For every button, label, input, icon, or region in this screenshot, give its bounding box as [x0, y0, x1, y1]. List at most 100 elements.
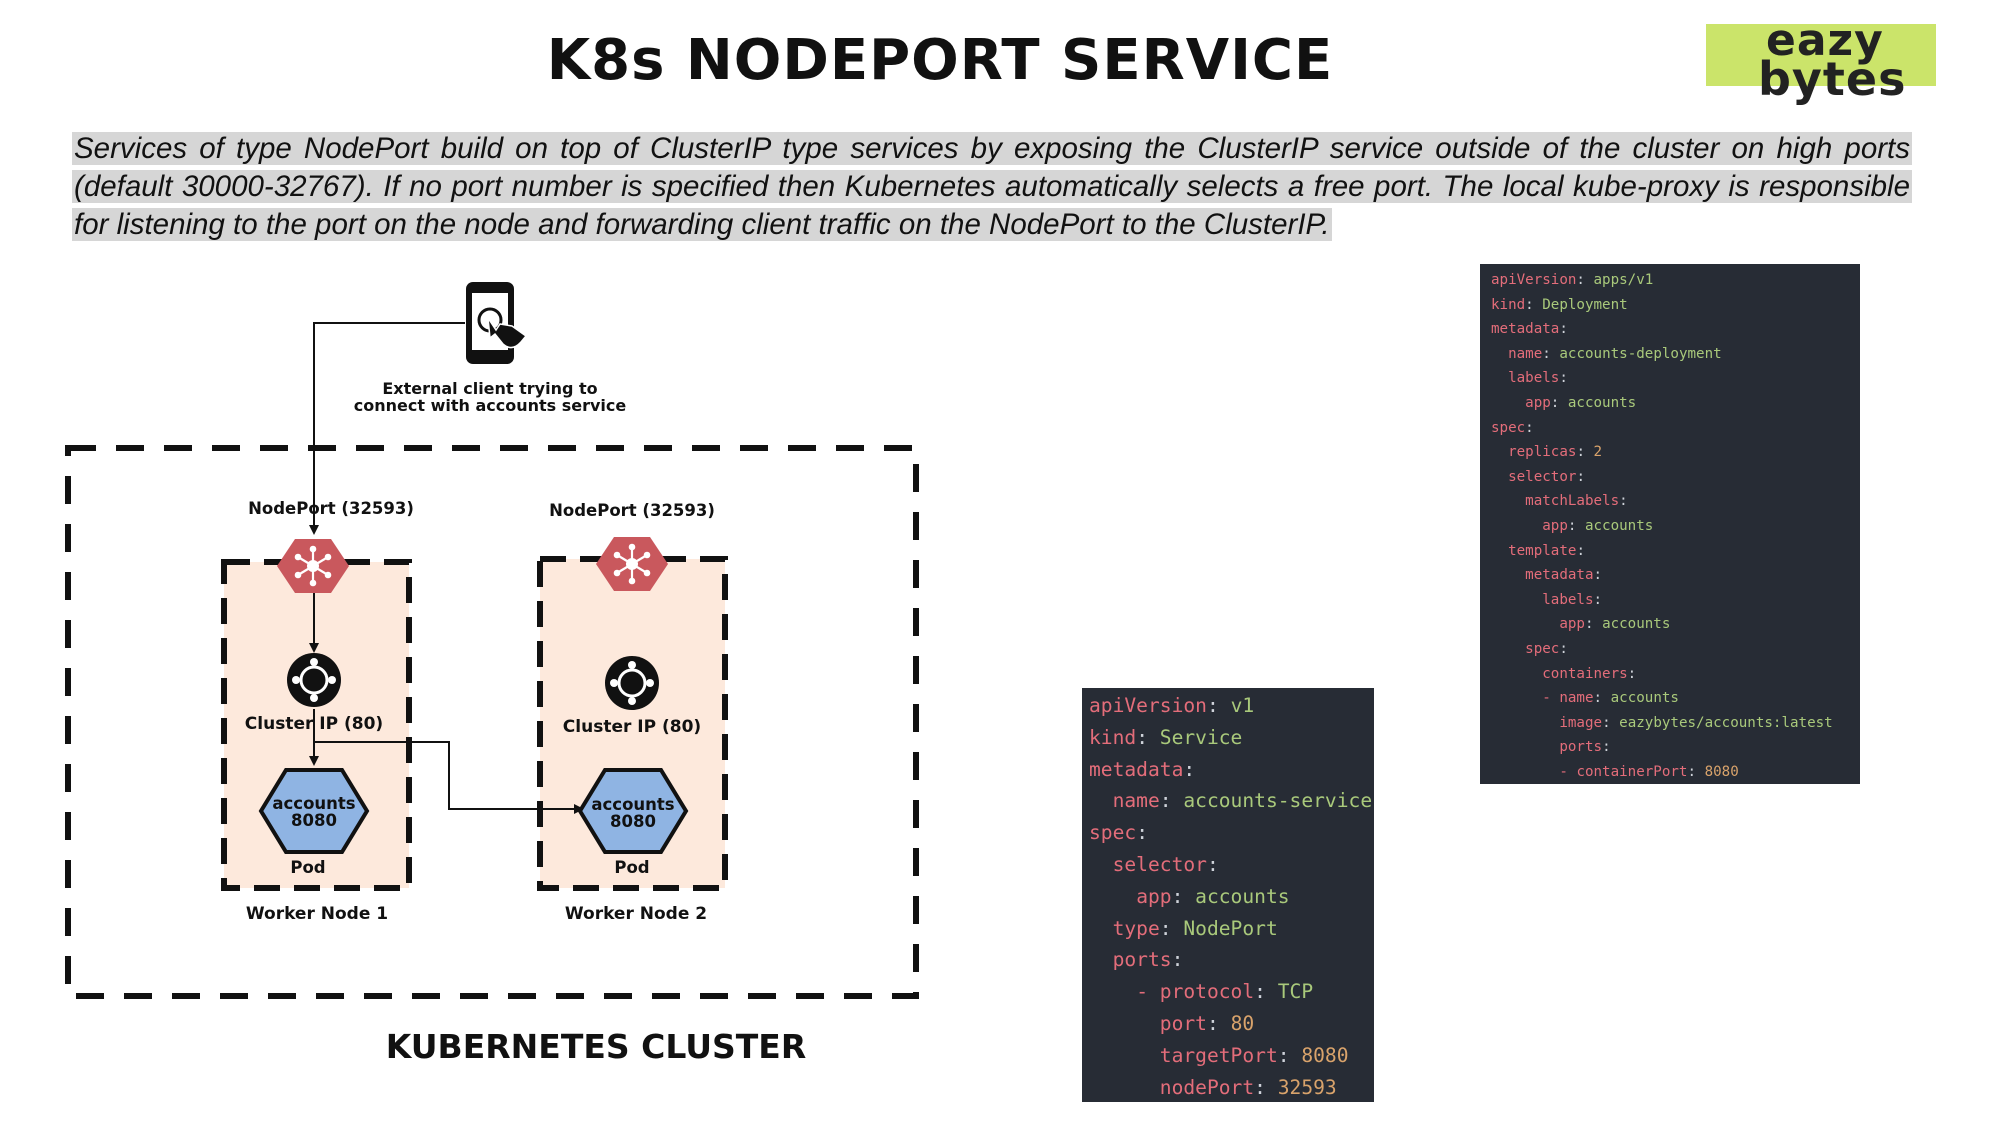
code-value: accounts: [1584, 517, 1654, 534]
code-key: selector: [1112, 852, 1207, 876]
code-colon: :: [1525, 419, 1534, 436]
code-key: metadata: [1089, 757, 1184, 781]
code-indent: [1089, 1076, 1160, 1099]
code-indent: [1491, 592, 1542, 608]
code-colon: :: [1171, 948, 1184, 972]
code-colon: :: [1254, 1075, 1278, 1099]
code-indent: [1089, 948, 1113, 971]
code-indent: [1089, 980, 1136, 1003]
code-indent: [1491, 395, 1525, 411]
code-indent: [1491, 469, 1508, 485]
code-line: spec:: [1491, 637, 1860, 662]
code-line: replicas: 2: [1491, 440, 1860, 465]
code-line: - protocol: TCP: [1089, 976, 1374, 1008]
code-indent: [1491, 764, 1559, 780]
code-value: 8080: [1704, 763, 1739, 780]
code-key: port: [1159, 1011, 1207, 1035]
code-colon: :: [1559, 370, 1568, 387]
code-value: Service: [1159, 725, 1243, 749]
code-line: name: accounts-service: [1089, 785, 1374, 817]
code-key: name: [1559, 690, 1594, 707]
code-colon: :: [1567, 517, 1585, 534]
code-line: app: accounts: [1491, 612, 1860, 637]
code-line: - containerPort: 8080: [1491, 760, 1860, 784]
code-dash: -: [1542, 690, 1560, 707]
code-key: ports: [1112, 948, 1172, 972]
code-line: image: eazybytes/accounts:latest: [1491, 711, 1860, 736]
page-title: K8s NODEPORT SERVICE: [546, 28, 1334, 93]
code-value: 2: [1593, 444, 1603, 461]
code-indent: [1491, 567, 1525, 583]
code-indent: [1491, 346, 1508, 362]
pod-port-1: 8080: [291, 811, 337, 830]
code-value: 8080: [1301, 1043, 1349, 1067]
code-colon: :: [1584, 616, 1603, 633]
code-key: labels: [1508, 370, 1560, 387]
code-key: app: [1136, 884, 1172, 908]
code-indent: [1491, 493, 1525, 509]
code-value: v1: [1230, 694, 1255, 717]
code-key: selector: [1508, 468, 1577, 485]
code-colon: :: [1136, 725, 1160, 749]
code-indent: [1089, 1012, 1160, 1035]
code-colon: :: [1576, 272, 1594, 288]
pod-label-1: Pod: [290, 858, 325, 877]
code-line: port: 80: [1089, 1008, 1374, 1040]
worker-node-label-1: Worker Node 1: [246, 904, 388, 924]
code-colon: :: [1206, 852, 1219, 876]
code-indent: [1491, 518, 1542, 534]
code-value: accounts: [1610, 690, 1679, 707]
worker-node-label-2: Worker Node 2: [565, 904, 707, 924]
code-key: app: [1542, 517, 1568, 534]
code-line: containers:: [1491, 662, 1860, 687]
pod-hexagon-icon: [258, 768, 370, 854]
code-indent: [1491, 543, 1508, 559]
pod-port-2: 8080: [610, 812, 656, 831]
code-colon: :: [1593, 567, 1603, 584]
code-colon: :: [1602, 714, 1620, 731]
code-indent: [1491, 666, 1542, 682]
code-line: ports:: [1089, 944, 1374, 976]
code-colon: :: [1206, 1011, 1231, 1035]
code-colon: :: [1576, 468, 1585, 485]
phone-tap-icon: [466, 282, 528, 364]
code-colon: :: [1159, 916, 1184, 940]
code-line: metadata:: [1491, 563, 1860, 588]
clusterip-to-pod2-arrow: [314, 741, 584, 814]
code-value: accounts-deployment: [1559, 345, 1722, 362]
nodeport-hexagon-icon: [277, 539, 349, 593]
code-line: template:: [1491, 539, 1860, 564]
code-colon: :: [1136, 821, 1148, 845]
code-line: app: accounts: [1491, 514, 1860, 539]
code-indent: [1089, 885, 1136, 908]
code-colon: :: [1183, 757, 1196, 781]
code-indent: [1089, 853, 1113, 876]
code-indent: [1089, 1044, 1160, 1067]
code-value: accounts: [1602, 616, 1671, 633]
code-indent: [1491, 616, 1559, 632]
code-line: selector:: [1089, 849, 1374, 881]
code-line: ports:: [1491, 735, 1860, 760]
code-line: app: accounts: [1089, 881, 1374, 913]
code-key: type: [1112, 916, 1160, 940]
code-indent: [1491, 739, 1559, 755]
code-line: type: NodePort: [1089, 913, 1374, 945]
code-colon: :: [1171, 884, 1196, 908]
code-dash: -: [1559, 763, 1577, 780]
code-value: apps/v1: [1593, 272, 1654, 288]
code-indent: [1491, 370, 1508, 386]
pod-label-2: Pod: [614, 858, 649, 877]
cluster-ip-icon: [287, 653, 341, 707]
code-key: metadata: [1491, 321, 1560, 338]
cluster-ip-icon: [605, 656, 659, 710]
code-value: accounts-service: [1183, 789, 1373, 813]
client-label-line-1: External client trying to: [382, 379, 597, 398]
client-label-line-2: connect with accounts service: [354, 396, 627, 415]
code-line: targetPort: 8080: [1089, 1040, 1374, 1072]
code-key: containerPort: [1576, 763, 1688, 780]
code-colon: :: [1277, 1043, 1302, 1067]
code-line: labels:: [1491, 366, 1860, 391]
code-key: spec: [1089, 821, 1137, 845]
code-key: template: [1508, 542, 1577, 559]
